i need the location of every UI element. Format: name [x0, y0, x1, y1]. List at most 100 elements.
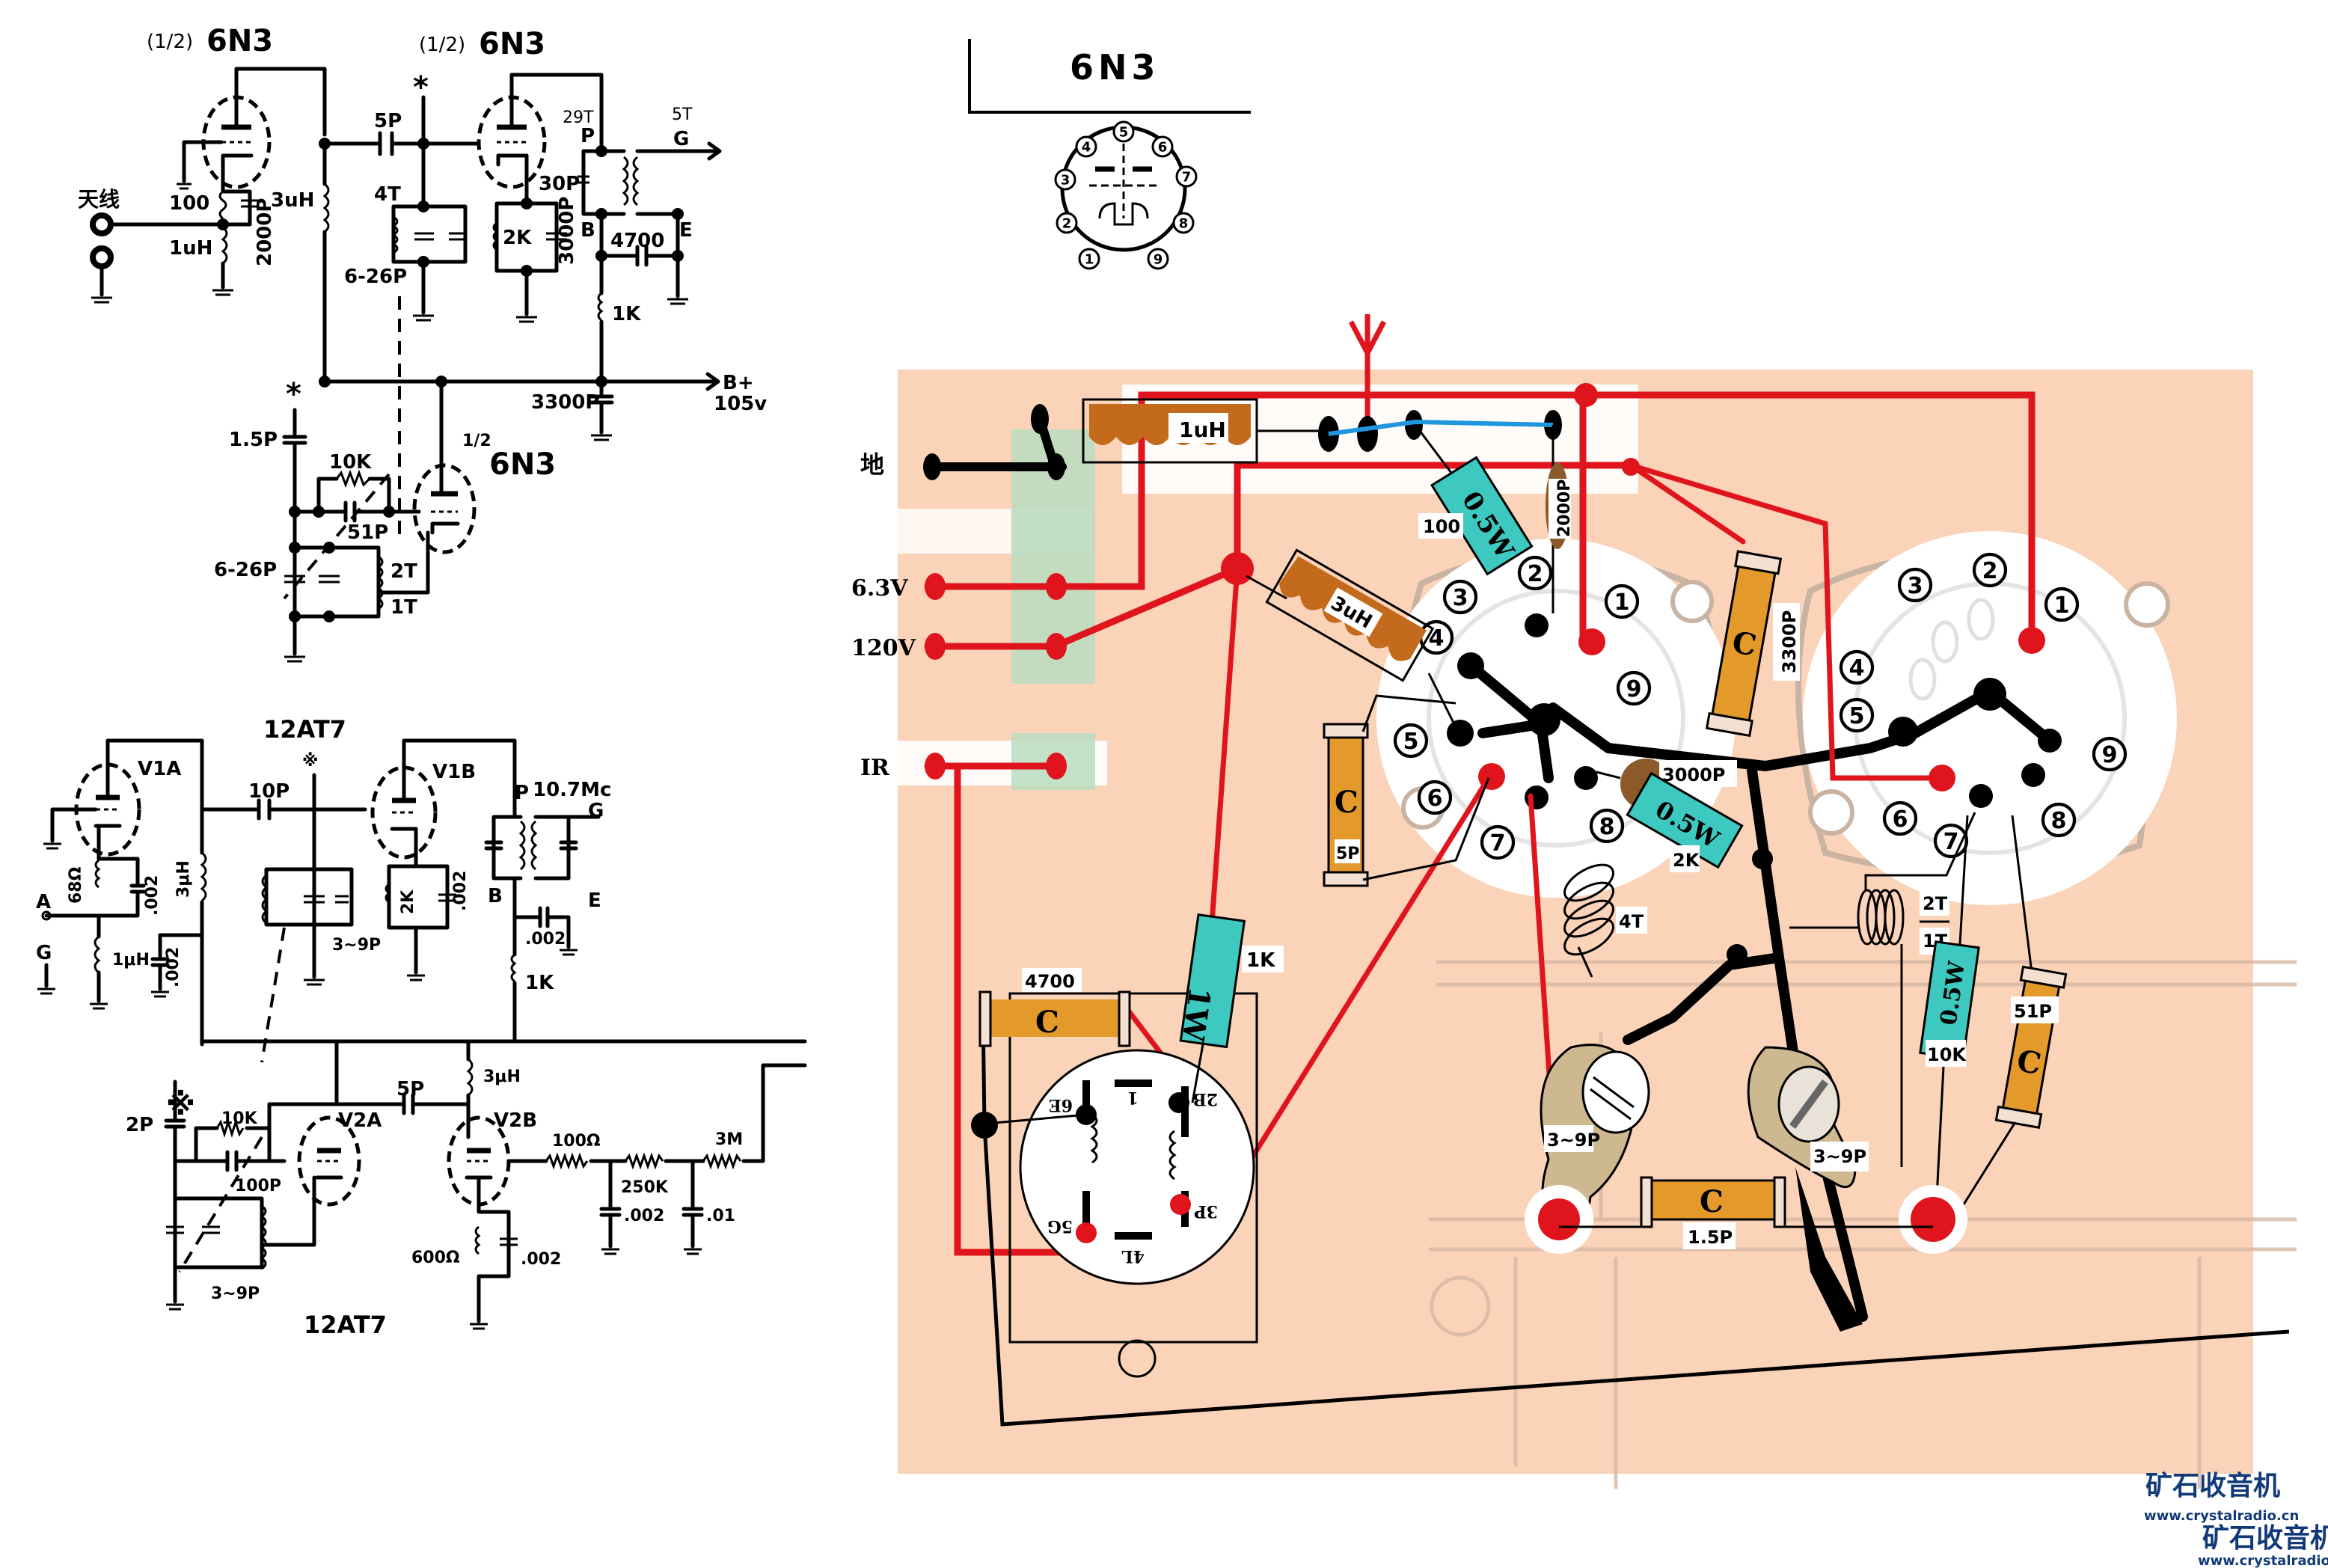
socket-left-pin-3-label: 3 — [1453, 585, 1468, 611]
label-wiring-2t: 2T — [1923, 893, 1948, 914]
socket-right-pin-4-badge — [1839, 649, 1875, 685]
label-r-100: 100 — [169, 192, 209, 215]
label-l-1uh: 1uH — [169, 237, 212, 260]
pinout-pin-6-badge — [1151, 135, 1174, 158]
socket-right-pin-9-label: 9 — [2102, 742, 2118, 768]
label-12-if-p: P — [515, 782, 529, 804]
label-c-10p: 10P — [248, 780, 290, 803]
label-if-p: P — [581, 125, 595, 147]
socket-right-pin-4-label: 4 — [1849, 655, 1865, 682]
pinout-pin-4-label: 4 — [1082, 139, 1091, 155]
if-pin-3p: 3P — [1194, 1201, 1218, 1221]
label-c-100p: 100P — [235, 1177, 281, 1195]
socket-right-pin-5-badge — [1839, 697, 1875, 733]
v1b-tube — [370, 765, 438, 860]
socket-left-pin-2-label: 2 — [1528, 561, 1543, 587]
title-12at7-top: 12AT7 — [263, 715, 346, 744]
tube1-title: 6N3 — [206, 24, 273, 58]
socket-left-pin-8-badge — [1589, 808, 1625, 844]
pinout-pin-7-badge — [1175, 165, 1198, 188]
label-wiring-4t: 4T — [1619, 911, 1644, 932]
label-wiring-1.5p: 1.5P — [1688, 1227, 1733, 1248]
label-c-3-9p-a: 3~9P — [332, 936, 381, 955]
label-wiring-2k: 2K — [1673, 850, 1700, 871]
label-wiring-1w: 1W — [1174, 985, 1217, 1045]
label-l-3uh-12: 3μH — [174, 860, 193, 898]
label-wiring-3000p: 3000P — [1662, 765, 1725, 785]
label-wiring-10k: 10K — [1927, 1044, 1967, 1065]
label-r-10k-12: 10K — [221, 1109, 258, 1128]
label-r-100ohm: 100Ω — [552, 1132, 601, 1151]
label-wiring-5p: 5P — [1336, 845, 1359, 863]
socket-right-pin-2-badge — [1972, 552, 2008, 588]
marker-star-2: * — [286, 377, 301, 411]
label-wiring-3-9p-b: 3~9P — [1813, 1146, 1866, 1167]
tube1-prefix: (1/2) — [147, 31, 193, 53]
label-if-g: G — [673, 128, 689, 150]
label-c-002-a: .002 — [143, 875, 162, 916]
schematic-6n3: (1/2) 6N3 (1/2) 6N3 100 2000P 天线 1uH — [78, 24, 767, 663]
marker-12at7-a: ※ — [302, 752, 318, 771]
label-osc-1t: 1T — [390, 596, 417, 619]
label-osc-frac: 1/2 — [462, 432, 491, 450]
label-c-3-9p-b: 3~9P — [211, 1284, 260, 1303]
capacitor-3300p: C — [1705, 550, 1783, 738]
socket-right-pin-6-label: 6 — [1893, 806, 1908, 833]
label-c-002-c: .002 — [451, 871, 470, 911]
label-wiring-1k: 1K — [1246, 949, 1275, 972]
label-wiring-3300p: 3300P — [1779, 610, 1800, 673]
socket-right-pin-5-label: 5 — [1849, 703, 1865, 729]
resistor-1k-1w: 1W — [1174, 913, 1246, 1049]
label-if-b: B — [581, 219, 595, 242]
trimmer-right: 3~9P — [1747, 1046, 1869, 1189]
title-12at7-bottom: 12AT7 — [304, 1311, 387, 1339]
label-c-30p: 30P — [539, 173, 580, 195]
label-v2b: V2B — [494, 1109, 537, 1132]
label-c-5p: 5P — [374, 110, 402, 132]
trimmer-left: 3~9P — [1540, 1044, 1650, 1230]
brand-url-1: www.crystalradio.cn — [2144, 1508, 2299, 1524]
label-wiring-c-mark-4700: C — [1035, 1005, 1059, 1040]
pinout-pin-9-label: 9 — [1154, 251, 1163, 267]
socket-left-pin-1-label: 1 — [1614, 589, 1630, 616]
label-r-2k-12: 2K — [399, 889, 417, 914]
pinout-title: 6N3 — [1070, 47, 1160, 88]
label-l-3uh: 3uH — [271, 189, 314, 212]
socket-left-pin-5-label: 5 — [1403, 729, 1419, 755]
label-wiring-c-mark-1.5p: C — [1700, 1184, 1724, 1219]
if-pin-6e: 6E — [1049, 1095, 1073, 1115]
label-c-6-26p-a: 6-26P — [344, 266, 407, 288]
socket-left-pin-8-label: 8 — [1599, 814, 1615, 840]
socket-right-pin-9-badge — [2092, 736, 2128, 772]
label-c-5p-12: 5P — [396, 1078, 424, 1100]
pinout-pin-2-badge — [1056, 212, 1078, 234]
socket-right-pin-7-label: 7 — [1943, 829, 1959, 855]
label-if-e: E — [679, 219, 693, 242]
v2a-tube — [297, 1115, 361, 1207]
label-r-3m: 3M — [715, 1130, 743, 1149]
label-c-4700: 4700 — [610, 230, 664, 252]
if-pin-5g: 5G — [1047, 1216, 1073, 1236]
if-pin-2b: 2B — [1192, 1089, 1218, 1109]
socket-left-pin-3-badge — [1442, 579, 1478, 615]
label-terminal-g: G — [36, 942, 52, 964]
label-wiring-4700: 4700 — [1025, 971, 1075, 992]
label-r-68: 68Ω — [67, 866, 85, 904]
label-c-3000p: 3000P — [556, 197, 578, 265]
if-transformer: 1 2B 3P 4L 5G 6E — [1008, 992, 1258, 1378]
label-v1a: V1A — [138, 758, 181, 780]
label-c-1.5p: 1.5P — [229, 429, 278, 451]
pinout-pin-3-badge — [1054, 168, 1076, 191]
coil-2t-1t — [1857, 889, 1905, 946]
tube2-prefix: (1/2) — [419, 34, 465, 56]
label-r-1k-12: 1K — [525, 972, 554, 994]
pinout-pin-1-badge — [1078, 248, 1100, 270]
label-6.3v: 6.3V — [851, 575, 908, 601]
if-pin-4l: 4L — [1121, 1246, 1145, 1266]
label-v1b: V1B — [432, 761, 476, 783]
label-5t: 5T — [672, 105, 693, 124]
socket-left-pin-6-label: 6 — [1427, 785, 1443, 812]
